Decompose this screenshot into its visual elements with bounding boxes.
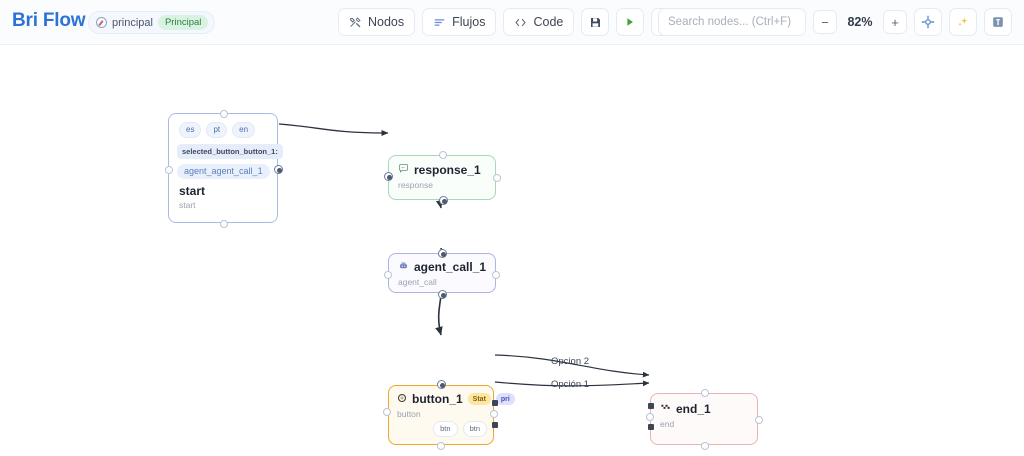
response-node-title: response_1 (414, 163, 481, 177)
node-start[interactable]: es pt en selected_button_button_1: agent… (165, 110, 283, 228)
zoom-in-button[interactable]: + (883, 10, 907, 34)
agent-node-subtitle: agent_call (398, 277, 437, 287)
right-toolbar: − 82% + (658, 8, 1012, 36)
handle-button-out-2[interactable] (492, 422, 498, 428)
edge-label-opcion-2[interactable]: Opcion 2 (551, 356, 590, 367)
handle-end-in-1[interactable] (648, 403, 654, 409)
flows-button-label: Flujos (452, 15, 486, 29)
handle-start-top[interactable] (220, 110, 228, 118)
response-node-header: response_1 (398, 163, 495, 177)
run-button[interactable] (616, 8, 645, 36)
handle-agent-bottom[interactable] (438, 290, 447, 299)
info-panel-button[interactable] (984, 8, 1012, 36)
robot-icon (398, 260, 409, 274)
fit-view-button[interactable] (914, 8, 942, 36)
handle-start-right[interactable] (274, 165, 283, 174)
handle-end-in-2[interactable] (648, 424, 654, 430)
handle-response-bottom[interactable] (439, 196, 448, 205)
search-input[interactable] (658, 8, 806, 36)
edge-label-opcion-1[interactable]: Opción 1 (551, 379, 590, 390)
save-button[interactable] (581, 8, 610, 36)
code-button[interactable]: Code (503, 8, 575, 36)
button-node-subtitle: button (397, 409, 421, 419)
response-node-subtitle: response (398, 180, 433, 190)
button-badge-stat: Stat (467, 393, 491, 405)
edge-button-end-opcion2 (494, 354, 650, 378)
active-flow-chip[interactable]: principal Principal (88, 11, 216, 34)
end-node-title: end_1 (676, 402, 711, 416)
node-end[interactable]: end_1 end (646, 389, 763, 450)
play-icon (624, 16, 636, 28)
lang-chip-en[interactable]: en (232, 122, 256, 138)
button-node-header: button_1 Stat pri (397, 392, 515, 406)
info-panel-icon (991, 15, 1005, 29)
end-node-header: end_1 (660, 402, 757, 416)
radio-circle-icon (397, 392, 407, 406)
button-option-chips: btn btn (433, 420, 487, 437)
code-button-label: Code (533, 15, 564, 29)
start-node-title: start (179, 183, 206, 198)
handle-end-top[interactable] (701, 389, 709, 397)
handle-button-right[interactable] (490, 410, 498, 418)
lang-chip-pt[interactable]: pt (206, 122, 228, 138)
flow-canvas[interactable]: Opcion 2 Opción 1 es pt en selected_butt… (0, 45, 1024, 456)
flows-button[interactable]: Flujos (422, 8, 497, 36)
sparkles-icon (956, 15, 970, 29)
start-agent-chip[interactable]: agent_agent_call_1 (177, 163, 270, 179)
nodes-button-label: Nodos (368, 15, 405, 29)
lang-chip-es[interactable]: es (179, 122, 202, 138)
handle-end-right[interactable] (755, 416, 763, 424)
zoom-out-button[interactable]: − (813, 10, 837, 34)
code-brackets-icon (514, 16, 527, 29)
handle-response-top[interactable] (439, 151, 447, 159)
agent-node-title: agent_call_1 (414, 260, 487, 274)
button-node-title: button_1 (412, 392, 463, 406)
app-brand: Bri Flow (12, 10, 86, 31)
node-button[interactable]: button_1 Stat pri button btn btn (383, 380, 515, 450)
checkered-flag-icon (660, 402, 671, 416)
button-badge-pri: pri (495, 393, 515, 405)
edge-start-response (278, 123, 389, 137)
end-node-subtitle: end (660, 419, 675, 429)
save-icon (589, 16, 602, 29)
app-header: Bri Flow principal Principal Nodos (0, 0, 1024, 55)
button-option-chip-1[interactable]: btn (433, 420, 458, 437)
handle-response-left[interactable] (384, 172, 393, 181)
handle-button-top[interactable] (437, 380, 446, 389)
node-response[interactable]: response_1 response (384, 151, 501, 205)
start-variable-chip[interactable]: selected_button_button_1: (177, 144, 283, 159)
handle-button-left[interactable] (383, 408, 391, 416)
start-node-subtitle: start (179, 199, 196, 210)
active-flow-badge: Principal (157, 15, 209, 30)
handle-button-bottom[interactable] (437, 442, 445, 450)
handle-response-right[interactable] (493, 174, 501, 182)
flow-status-icon (96, 17, 107, 28)
tools-icon (349, 16, 362, 29)
handle-end-left[interactable] (646, 413, 654, 421)
handle-agent-right[interactable] (492, 271, 500, 279)
chat-bubble-icon (398, 163, 409, 177)
handle-agent-left[interactable] (384, 271, 392, 279)
agent-node-header: agent_call_1 (398, 260, 495, 274)
nodes-button[interactable]: Nodos (338, 8, 416, 36)
edge-button-end-opcion1 (494, 380, 650, 387)
handle-end-bottom[interactable] (701, 442, 709, 450)
magic-button[interactable] (949, 8, 977, 36)
zoom-level: 82% (847, 15, 873, 29)
active-flow-name: principal (112, 16, 153, 29)
list-lines-icon (433, 16, 446, 29)
handle-button-out-1[interactable] (492, 400, 498, 406)
node-agent-call[interactable]: agent_call_1 agent_call (384, 249, 500, 299)
handle-start-left[interactable] (165, 166, 173, 174)
button-option-chip-2[interactable]: btn (462, 420, 487, 437)
handle-agent-top[interactable] (438, 249, 447, 258)
fit-view-icon (921, 15, 935, 29)
handle-start-bottom[interactable] (220, 220, 228, 228)
